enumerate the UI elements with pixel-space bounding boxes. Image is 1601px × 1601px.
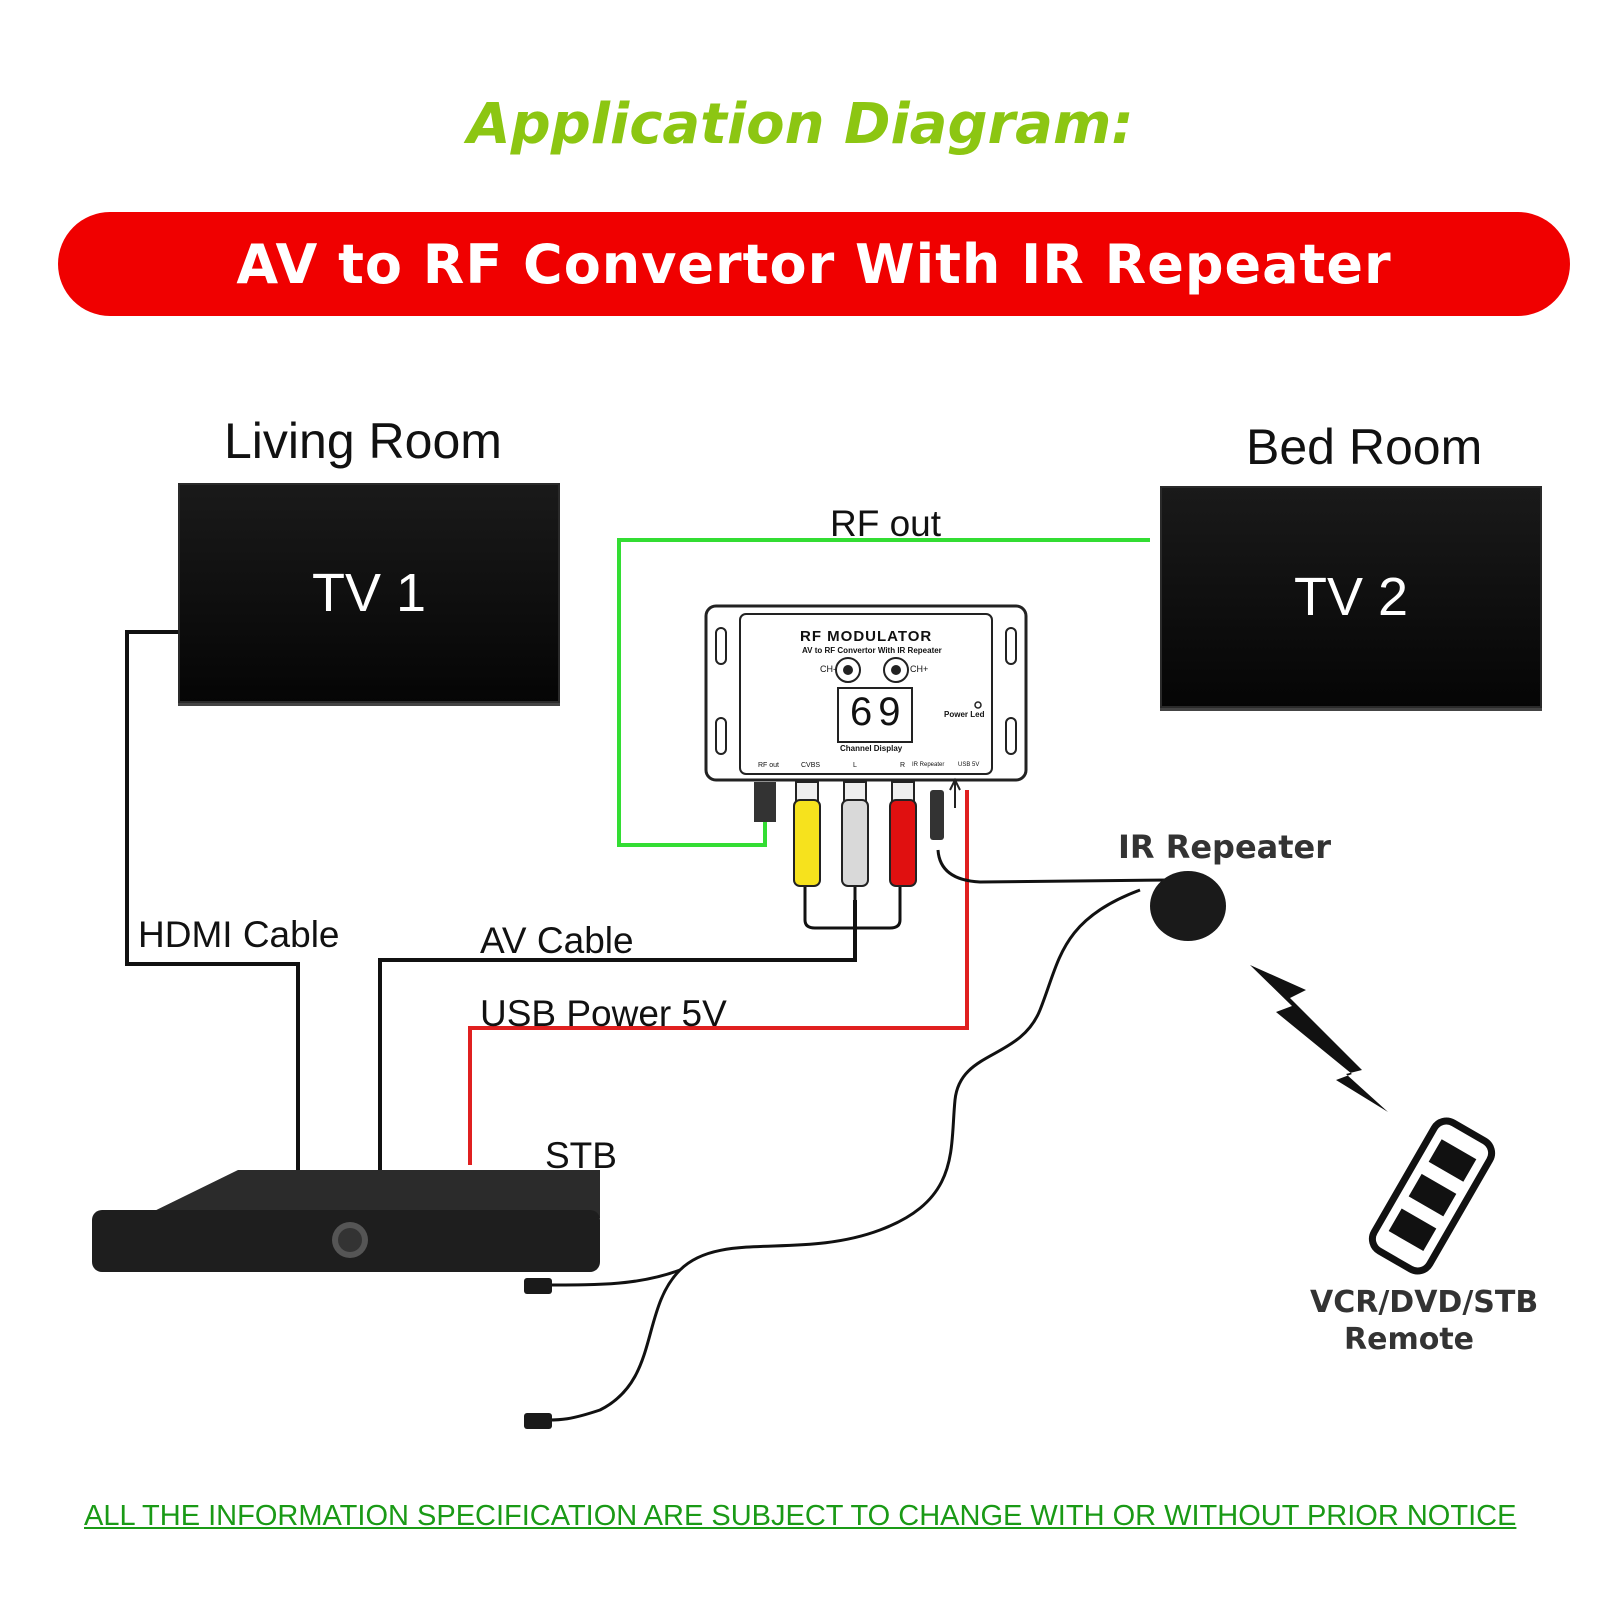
bed-room-label: Bed Room	[1246, 419, 1483, 475]
yellow-rca-plug	[793, 799, 821, 887]
stb-box	[92, 1170, 600, 1272]
hdmi-cable-line	[125, 630, 300, 1170]
rf-modulator-box	[704, 604, 1028, 887]
living-room-label: Living Room	[224, 413, 502, 469]
remote-label-line1: VCR/DVD/STB	[1310, 1285, 1539, 1320]
port-ir-label: IR Repeater	[912, 762, 945, 768]
ir-emitter-cable-branch	[547, 1268, 681, 1287]
av-cable-label: AV Cable	[480, 920, 634, 961]
rf-out-label: RF out	[830, 503, 942, 544]
port-r-label: R	[900, 762, 906, 769]
banner-title: AV to RF Convertor With IR Repeater	[236, 232, 1392, 296]
av-cable-line	[378, 900, 857, 1170]
ir-repeater-cable	[936, 849, 1171, 884]
port-l-label: L	[853, 762, 857, 769]
disclaimer-notice: ALL THE INFORMATION SPECIFICATION ARE SU…	[84, 1500, 1517, 1532]
modulator-subtitle: AV to RF Convertor With IR Repeater	[802, 646, 942, 655]
remote-control	[1368, 1117, 1496, 1275]
ch-minus-label: CH-	[820, 664, 836, 674]
channel-display-label: Channel Display	[840, 744, 903, 753]
page-heading: Application Diagram:	[467, 92, 1134, 157]
ir-emitter-cable	[547, 888, 1141, 1422]
port-rf-out-label: RF out	[758, 762, 780, 769]
red-rca-plug	[889, 799, 917, 887]
ir-emitter-tip	[524, 1278, 552, 1294]
modulator-title: RF MODULATOR	[800, 628, 933, 645]
usb-power-label: USB Power 5V	[480, 993, 727, 1034]
port-usb-label: USB 5V	[958, 762, 980, 768]
title-banner: AV to RF Convertor With IR Repeater	[58, 212, 1570, 316]
rf-out-line	[617, 538, 1150, 847]
ir-repeater-label: IR Repeater	[1118, 828, 1332, 866]
power-led-label: Power Led	[944, 710, 985, 719]
av-cable-split	[803, 885, 902, 930]
tv2-screen: TV 2	[1160, 486, 1542, 708]
port-cvbs-label: CVBS	[801, 762, 821, 769]
remote-label-line2: Remote	[1344, 1322, 1475, 1357]
white-rca-plug	[841, 799, 869, 887]
ir-receiver-eye	[1150, 871, 1226, 941]
tv1-screen: TV 1	[178, 483, 560, 703]
tv1-label: TV 1	[311, 563, 427, 623]
tv2-label: TV 2	[1293, 567, 1409, 627]
ir-emitter-tip	[524, 1413, 552, 1429]
ir-signal-icon	[1250, 965, 1388, 1112]
stb-label: STB	[545, 1135, 617, 1176]
hdmi-cable-label: HDMI Cable	[138, 914, 340, 955]
channel-display-value: 69	[850, 690, 907, 734]
ch-plus-label: CH+	[910, 664, 929, 674]
usb-power-line	[468, 790, 969, 1165]
